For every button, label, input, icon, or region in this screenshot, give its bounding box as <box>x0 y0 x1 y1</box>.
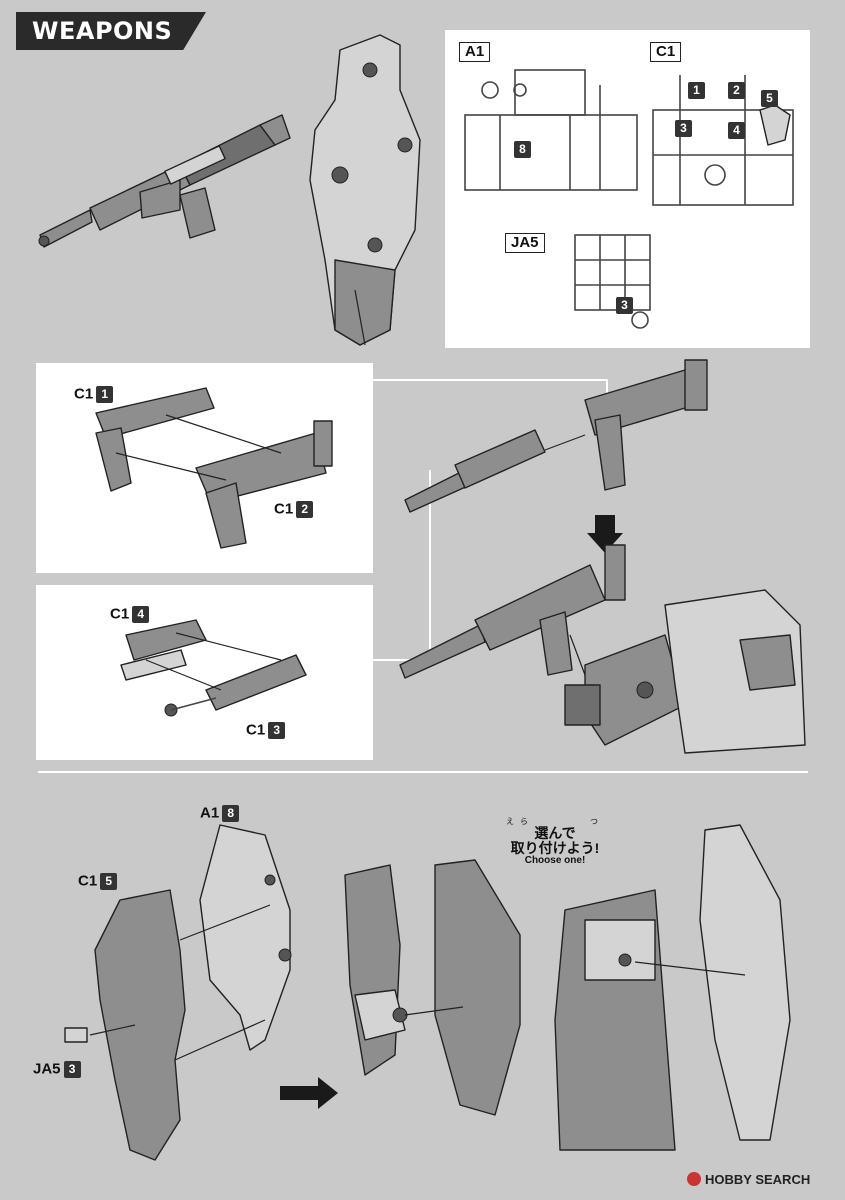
shield-exploded-diagram <box>64 824 292 1161</box>
hobby-search-logo-icon <box>687 1172 701 1186</box>
rifle-assembled-exploded <box>404 359 708 513</box>
sprue-map-panel: A1 C1 JA5 8 1 2 5 3 4 3 <box>445 30 810 348</box>
rifle-assembled-complete <box>399 544 626 679</box>
rifle-step-1-diagram <box>95 387 333 549</box>
sprue-a1-part-8: 8 <box>514 141 531 158</box>
down-arrow-icon <box>587 515 623 553</box>
shield-on-back-diagram <box>554 824 791 1151</box>
rifle-illustration <box>38 114 291 248</box>
sprue-c1-diagram <box>652 75 794 206</box>
choose-one-callout: えら つ 選んで 取り付けよう! Choose one! <box>506 817 604 866</box>
sprue-c1-part-3: 3 <box>675 120 692 137</box>
sprue-c1-title: C1 <box>650 42 682 62</box>
right-arrow-icon <box>280 1077 338 1109</box>
shield-illustration <box>309 34 421 346</box>
sprue-a1-title: A1 <box>459 42 491 62</box>
sprue-ja5-title: JA5 <box>505 233 545 253</box>
section-divider <box>38 771 808 773</box>
sprue-c1-part-1: 1 <box>688 82 705 99</box>
sprue-a1-diagram <box>464 69 638 191</box>
sprue-ja5-part-3: 3 <box>616 297 633 314</box>
shield-on-arm-diagram <box>344 859 521 1116</box>
hobby-search-watermark: HOBBY SEARCH <box>687 1172 810 1187</box>
section-title-bar <box>16 12 206 50</box>
sprue-c1-part-5: 5 <box>761 90 778 107</box>
section-title: WEAPONS <box>32 17 173 45</box>
rifle-step-2-diagram <box>120 619 307 717</box>
sprue-c1-part-4: 4 <box>728 122 745 139</box>
sprue-c1-part-2: 2 <box>728 82 745 99</box>
sprue-ja5-diagram <box>574 234 651 329</box>
robot-arm-illustration <box>564 589 806 754</box>
